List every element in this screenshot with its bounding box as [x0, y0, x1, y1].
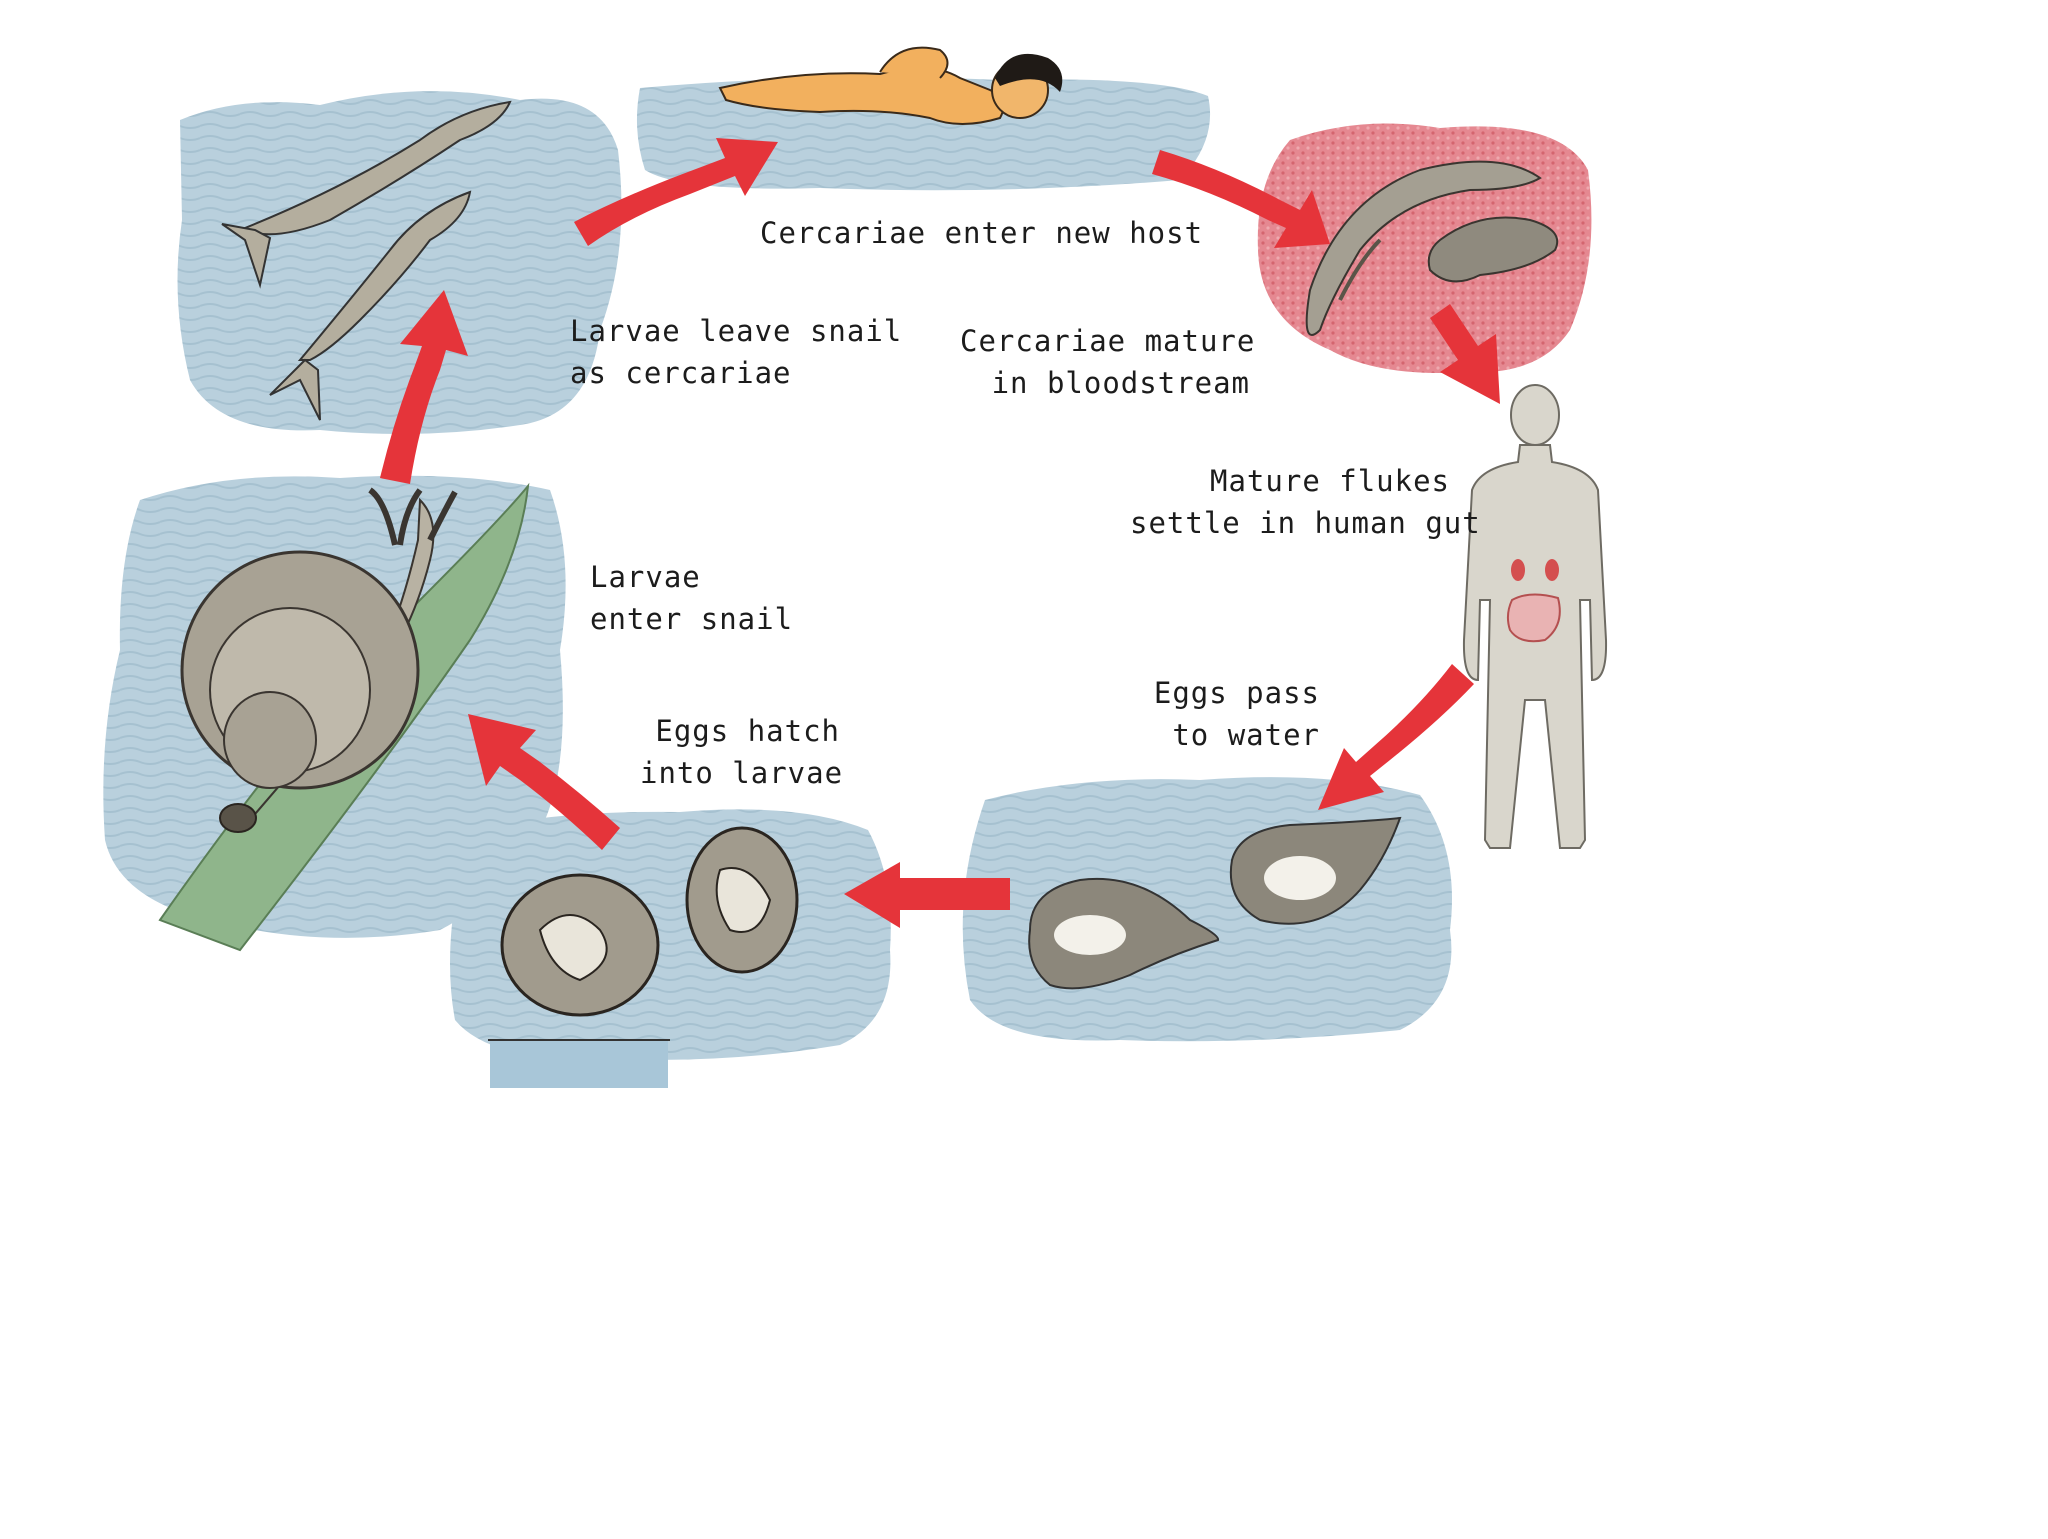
label-larvae-enter-snail: Larvae enter snail [590, 556, 790, 640]
label-cercariae-enter-host: Cercariae enter new host [760, 212, 1140, 254]
cycle-arrow-icon [900, 878, 1010, 910]
label-cercariae-mature: Cercariae mature in bloodstream [960, 320, 1250, 404]
label-eggs-pass: Eggs pass to water [1130, 672, 1320, 756]
label-eggs-hatch: Eggs hatch into larvae [640, 710, 840, 794]
bottom-water-strip [490, 1040, 668, 1088]
label-mature-flukes: Mature flukes settle in human gut [1130, 460, 1450, 544]
human-body-icon [1464, 385, 1606, 848]
label-larvae-leave-snail: Larvae leave snail as cercariae [570, 310, 870, 394]
cycle-arrow-icon [1318, 664, 1474, 810]
